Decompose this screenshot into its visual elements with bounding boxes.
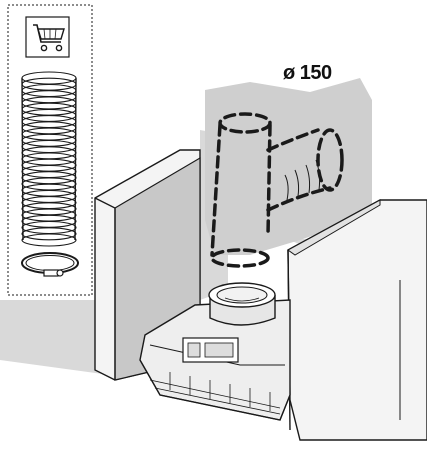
- right-cabinet: [287, 199, 427, 441]
- duct-pipe-dashed: [210, 112, 344, 268]
- hose-clamp: [21, 252, 79, 277]
- duct-diameter-label: ø 150: [283, 62, 332, 84]
- flexible-duct-hose: [21, 71, 77, 247]
- shopping-cart-icon: [25, 16, 70, 58]
- hose-ring: [21, 227, 77, 241]
- cooker-hood: [139, 299, 291, 421]
- accessory-kit: [7, 4, 93, 296]
- duct-wall-area: [205, 78, 372, 255]
- hose-ring: [21, 233, 77, 247]
- duct-corrugation-lines: [284, 159, 321, 201]
- duct-adapter: [208, 282, 276, 326]
